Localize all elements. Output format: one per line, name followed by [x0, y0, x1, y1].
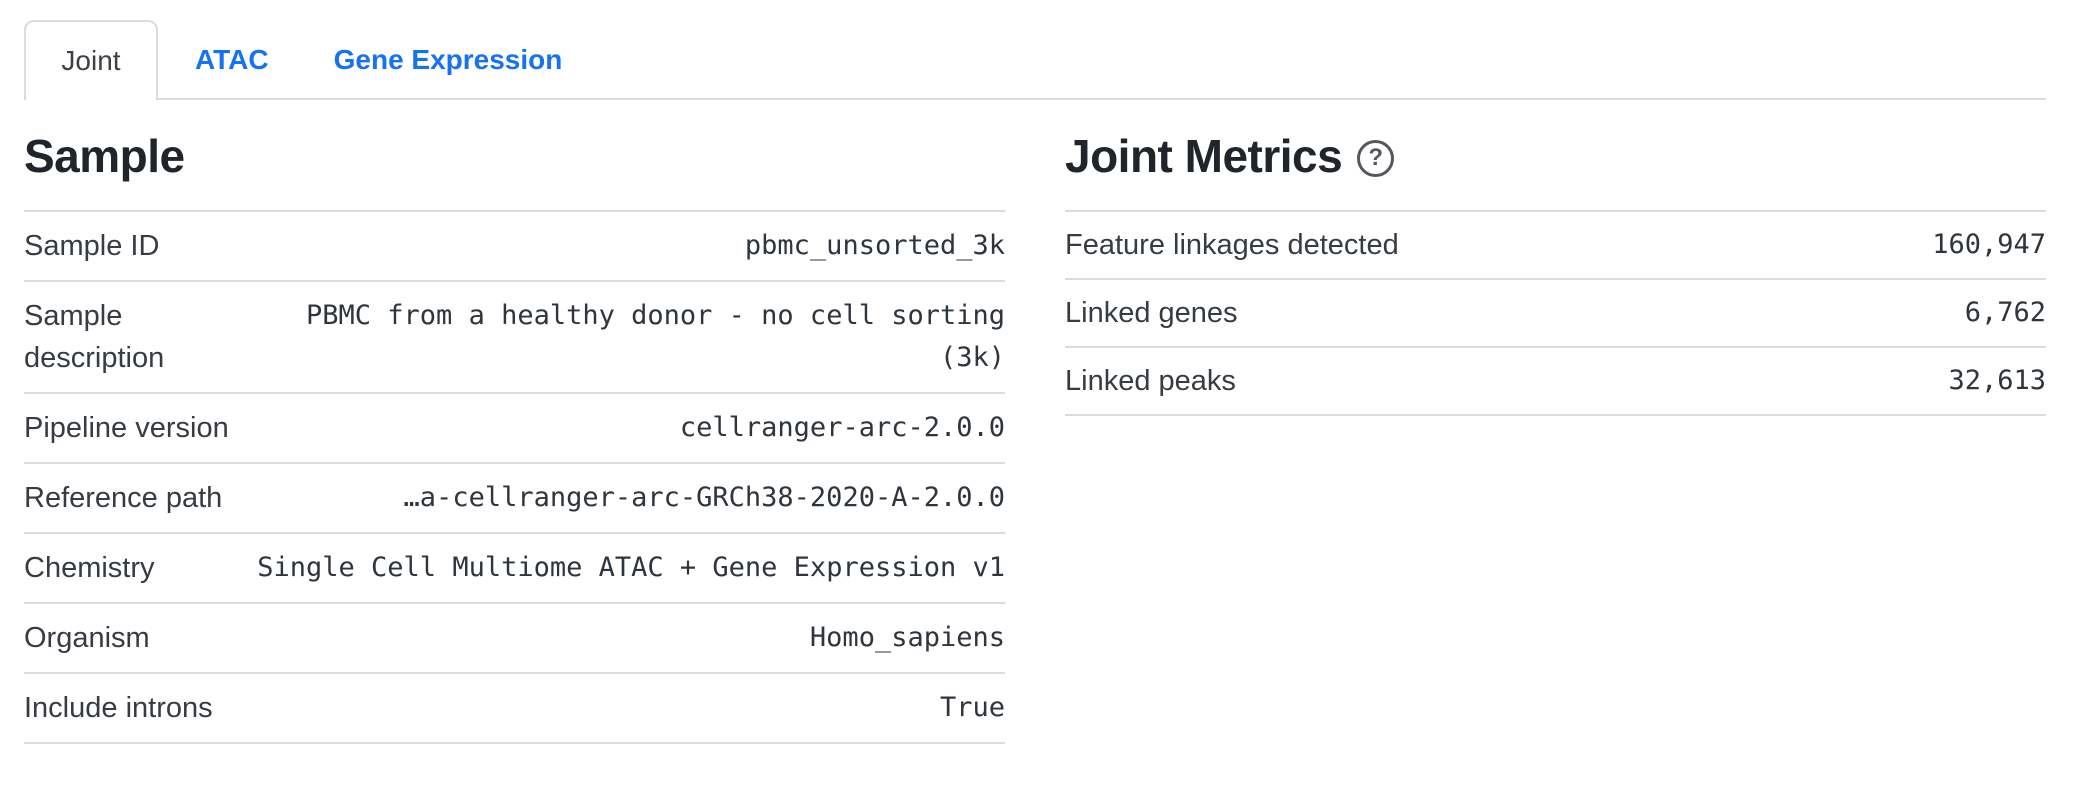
tab-bar: Joint ATAC Gene Expression	[24, 20, 2046, 100]
table-row: Linked peaks 32,613	[1065, 347, 2046, 415]
main-content: Sample Sample ID pbmc_unsorted_3k Sample…	[0, 100, 2076, 744]
tab-atac[interactable]: ATAC	[167, 20, 297, 100]
row-value: Single Cell Multiome ATAC + Gene Express…	[257, 552, 1005, 583]
row-label: Linked peaks	[1065, 365, 1236, 397]
tab-joint-label: Joint	[61, 45, 121, 76]
sample-title-text: Sample	[24, 130, 185, 182]
joint-metrics-section-title: Joint Metrics ?	[1065, 132, 2046, 180]
table-row: Sample ID pbmc_unsorted_3k	[24, 211, 1005, 281]
table-row: Feature linkages detected 160,947	[1065, 211, 2046, 279]
table-row: Sample description PBMC from a healthy d…	[24, 281, 1005, 393]
row-value: cellranger-arc-2.0.0	[679, 412, 1005, 443]
tab-gene-expression[interactable]: Gene Expression	[306, 20, 591, 100]
row-value: True	[939, 692, 1005, 723]
help-question-icon[interactable]: ?	[1357, 139, 1395, 177]
row-label: Sample ID	[24, 230, 160, 262]
row-label: Linked genes	[1065, 297, 1238, 329]
joint-metrics-title-text: Joint Metrics	[1065, 130, 1343, 182]
sample-table: Sample ID pbmc_unsorted_3k Sample descri…	[24, 210, 1005, 744]
row-value: 32,613	[1948, 365, 2046, 396]
joint-metrics-section: Joint Metrics ? Feature linkages detecte…	[1065, 100, 2046, 744]
row-label: Sample description	[24, 300, 165, 374]
tab-joint[interactable]: Joint	[24, 20, 158, 100]
row-value: 6,762	[1964, 297, 2046, 328]
table-row: Reference path …a-cellranger-arc-GRCh38-…	[24, 463, 1005, 533]
row-value: PBMC from a healthy donor - no cell sort…	[306, 300, 1005, 373]
row-label: Organism	[24, 622, 150, 654]
row-label: Chemistry	[24, 552, 155, 584]
row-label: Include introns	[24, 692, 213, 724]
table-row: Include introns True	[24, 673, 1005, 743]
joint-metrics-table: Feature linkages detected 160,947 Linked…	[1065, 210, 2046, 416]
row-label: Feature linkages detected	[1065, 229, 1399, 261]
row-value: pbmc_unsorted_3k	[744, 230, 1005, 261]
table-row: Chemistry Single Cell Multiome ATAC + Ge…	[24, 533, 1005, 603]
tab-gene-expression-label: Gene Expression	[333, 44, 563, 75]
table-row: Linked genes 6,762	[1065, 279, 2046, 347]
row-value: …a-cellranger-arc-GRCh38-2020-A-2.0.0	[403, 482, 1005, 513]
table-row: Organism Homo_sapiens	[24, 603, 1005, 673]
tab-atac-label: ATAC	[195, 44, 269, 75]
row-value: 160,947	[1932, 229, 2046, 260]
row-label: Pipeline version	[24, 412, 229, 444]
sample-section-title: Sample	[24, 132, 1005, 180]
sample-section: Sample Sample ID pbmc_unsorted_3k Sample…	[24, 100, 1005, 744]
row-label: Reference path	[24, 482, 223, 514]
table-row: Pipeline version cellranger-arc-2.0.0	[24, 393, 1005, 463]
row-value: Homo_sapiens	[809, 622, 1005, 653]
